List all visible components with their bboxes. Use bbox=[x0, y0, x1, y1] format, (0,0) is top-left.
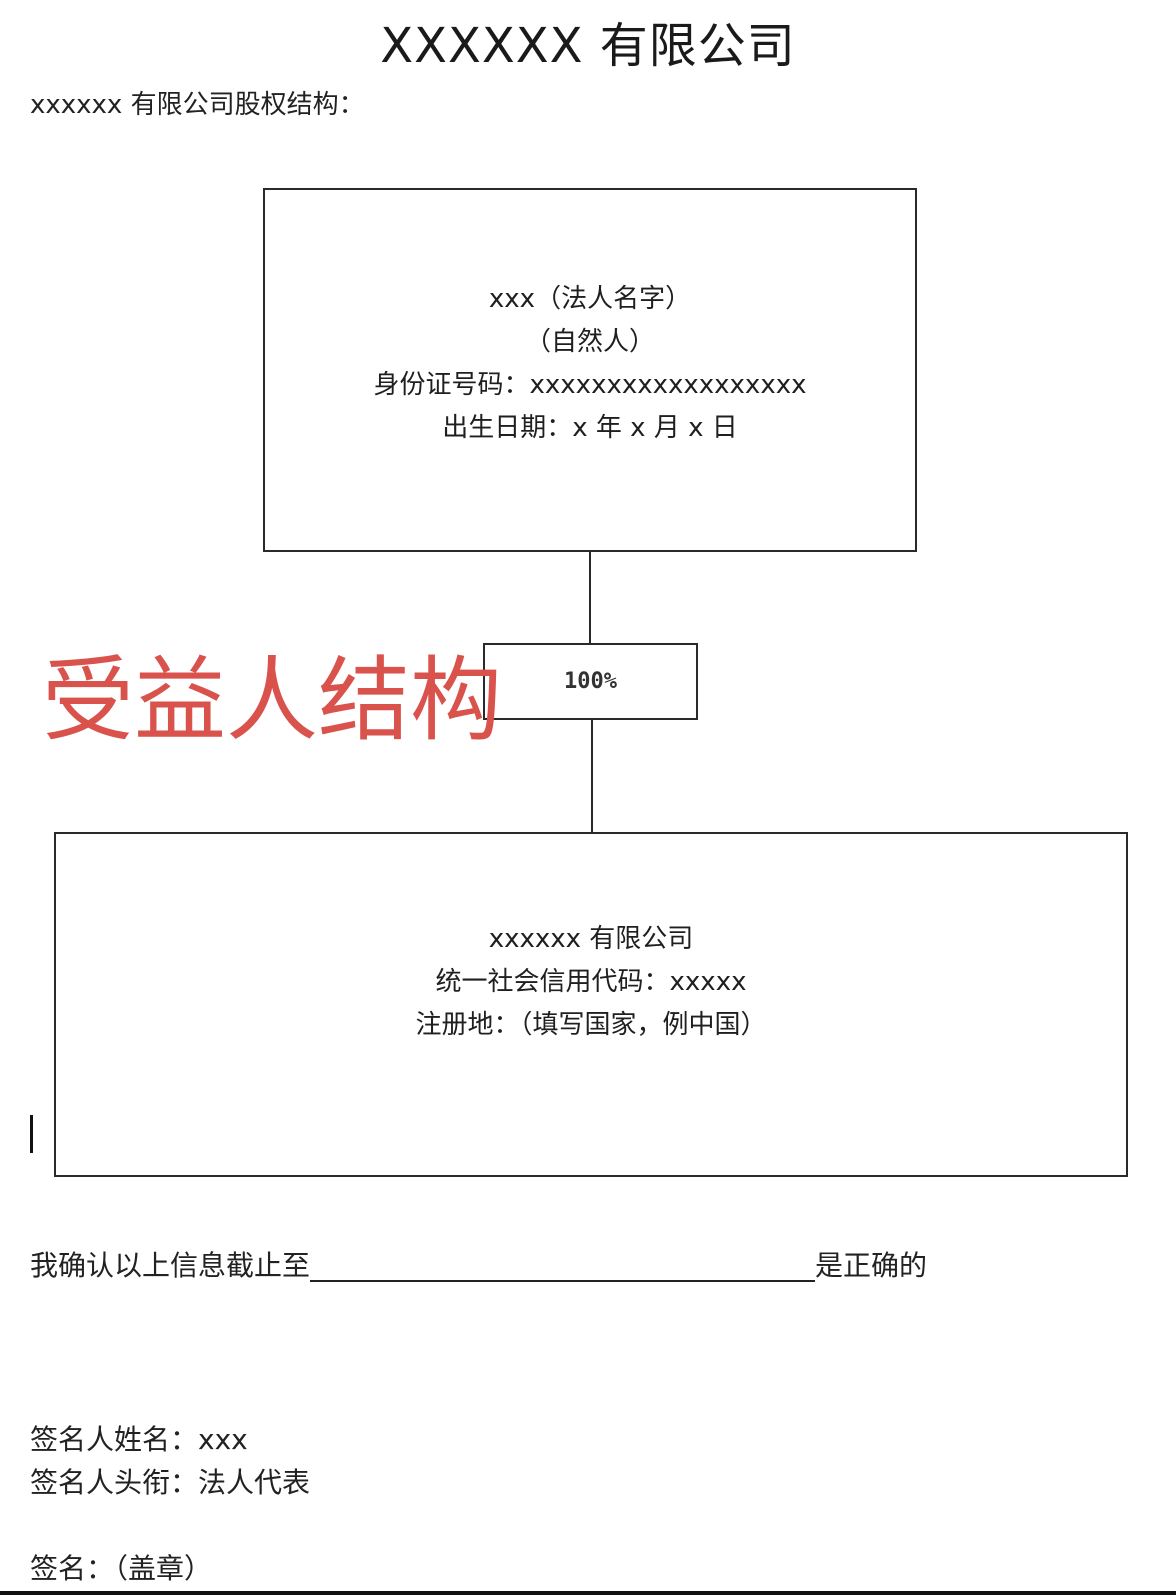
signature-seal: 签名：（盖章） bbox=[30, 1552, 213, 1585]
connector-line-lower bbox=[591, 720, 593, 832]
bottom-rule bbox=[0, 1591, 1176, 1595]
shareholder-id: 身份证号码：xxxxxxxxxxxxxxxxxx bbox=[373, 370, 807, 400]
shareholder-name: xxx（法人名字） bbox=[488, 284, 692, 314]
ownership-percentage-box: 100% bbox=[483, 643, 698, 720]
shareholder-type: （自然人） bbox=[524, 327, 655, 357]
ownership-percentage: 100% bbox=[564, 669, 617, 694]
document-title: XXXXXX 有限公司 bbox=[380, 18, 796, 74]
date-blank-field[interactable] bbox=[310, 1250, 816, 1282]
text-cursor bbox=[30, 1115, 33, 1153]
company-credit-code: 统一社会信用代码：xxxxx bbox=[435, 967, 747, 997]
company-registration: 注册地：（填写国家，例中国） bbox=[415, 1010, 767, 1040]
confirmation-prefix: 我确认以上信息截止至 bbox=[30, 1249, 311, 1282]
signer-title: 签名人头衔：法人代表 bbox=[30, 1466, 311, 1499]
company-name: xxxxxx 有限公司 bbox=[488, 924, 694, 954]
confirmation-statement: 我确认以上信息截止至 是正确的 bbox=[30, 1244, 927, 1284]
company-box: xxxxxx 有限公司 统一社会信用代码：xxxxx 注册地：（填写国家，例中国… bbox=[54, 832, 1128, 1177]
shareholder-box: xxx（法人名字） （自然人） 身份证号码：xxxxxxxxxxxxxxxxxx… bbox=[263, 188, 917, 552]
signer-name: 签名人姓名：xxx bbox=[30, 1423, 248, 1456]
confirmation-suffix: 是正确的 bbox=[815, 1249, 928, 1282]
shareholder-birth-date: 出生日期：x 年 x 月 x 日 bbox=[442, 413, 738, 443]
connector-line-upper bbox=[589, 552, 591, 644]
beneficiary-structure-overlay: 受益人结构 bbox=[42, 647, 503, 754]
structure-heading: xxxxxx 有限公司股权结构： bbox=[30, 90, 365, 120]
